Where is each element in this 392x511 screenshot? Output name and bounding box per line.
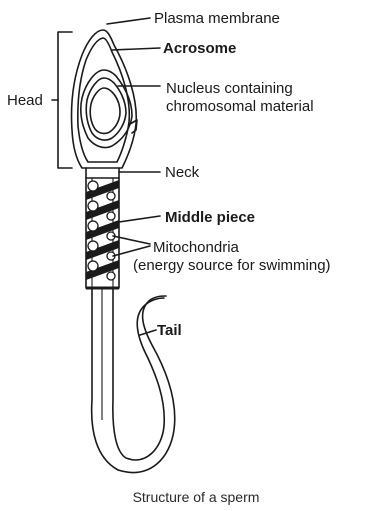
label-neck: Neck (165, 164, 200, 181)
label-acrosome: Acrosome (163, 40, 236, 57)
acrosome-outline (78, 38, 129, 162)
label-plasma-membrane: Plasma membrane (154, 10, 280, 27)
leader-line (112, 48, 160, 50)
sperm-neck (86, 168, 119, 178)
mitochondrion (88, 201, 98, 211)
label-tail: Tail (157, 322, 182, 339)
label-head: Head (7, 92, 43, 109)
label-mitochondria-line1: Mitochondria (153, 239, 240, 256)
mitochondrion (107, 212, 115, 220)
leader-line (140, 330, 156, 335)
mitochondrion (88, 221, 98, 231)
leader-line (107, 18, 150, 24)
label-mitochondria-line2: (energy source for swimming) (133, 257, 331, 274)
mitochondrion (88, 261, 98, 271)
label-nucleus-line2: chromosomal material (166, 98, 314, 115)
mitochondrion (107, 272, 115, 280)
mitochondrion (88, 181, 98, 191)
leader-line (119, 216, 160, 222)
mitochondria-helix (86, 180, 119, 280)
nucleus (90, 88, 120, 133)
mitochondrion (107, 192, 115, 200)
label-nucleus-line1: Nucleus containing (166, 80, 293, 97)
head-bracket (58, 32, 72, 168)
sperm-head (71, 30, 137, 168)
sperm-middle-piece (86, 178, 119, 288)
tail-outer-edge (92, 288, 175, 472)
tail-inner-edge (113, 288, 164, 460)
label-middle-piece: Middle piece (165, 209, 255, 226)
sperm-tail (92, 288, 175, 472)
mitochondrion (88, 241, 98, 251)
figure-caption: Structure of a sperm (133, 489, 260, 505)
